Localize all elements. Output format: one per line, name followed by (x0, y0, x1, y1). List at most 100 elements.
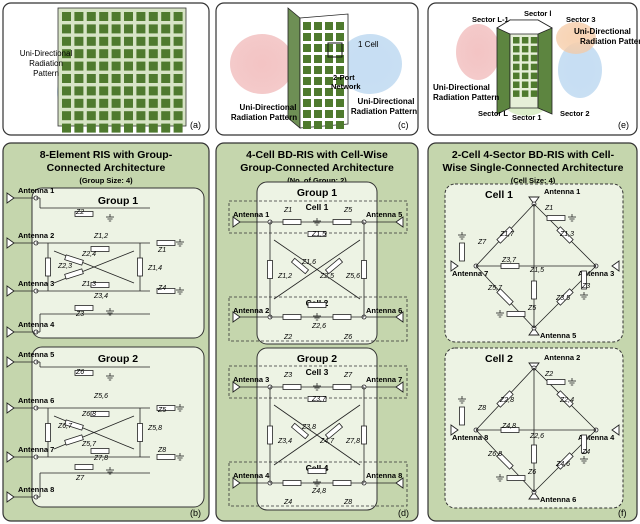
cell-3-label-d: Cell 3 (306, 367, 329, 377)
ris-element (530, 54, 538, 62)
ris-element (325, 77, 333, 85)
imp-f2-1: Z2,8 (499, 397, 514, 404)
panel-f: 2-Cell 4-Sector BD-RIS with Cell- Wise S… (427, 142, 638, 522)
antenna-5-b: Antenna 5 (18, 350, 54, 359)
impedance-element (137, 257, 143, 277)
left-pattern-label-c-1: Uni-Directional (240, 103, 297, 112)
impedance-element (496, 226, 514, 244)
ris-element (303, 110, 311, 118)
ris-element (111, 111, 121, 121)
ris-element (74, 111, 84, 121)
ris-element (124, 74, 133, 83)
subtitle-f: (Cell Size: 4) (511, 176, 556, 185)
ris-element (161, 49, 171, 59)
imp-d1-1: Z5 (343, 207, 352, 214)
group-2-impedance-labels-d: Z3 Z7 Z3,7 Z3,4 Z3,8 Z4,7 Z7,8 Z4,8 Z4 Z… (277, 372, 360, 506)
panel-a: Uni-Directional Radiation Pattern (a) (2, 2, 210, 136)
antenna-5-d: Antenna 5 (366, 210, 402, 219)
right-pattern-label-e-1: Uni-Directional (574, 27, 631, 36)
wire (273, 404, 361, 466)
ris-element (303, 99, 311, 107)
ris-element (161, 86, 171, 96)
antenna-icon (6, 192, 15, 204)
ris-element (173, 111, 183, 121)
title-f-1: 2-Cell 4-Sector BD-RIS with Cell- (452, 149, 615, 161)
subtitle-d: (No. of Group: 2) (287, 176, 347, 185)
pattern-label-a-3: Pattern (33, 69, 59, 78)
ris-element (111, 61, 121, 71)
imp-b1-4: Z1,4 (147, 265, 162, 272)
ris-element (86, 36, 96, 46)
ris-element (136, 12, 146, 21)
antenna-4-f: Antenna 4 (578, 433, 615, 442)
radiation-pattern-left-c (230, 34, 294, 94)
impedance-element (290, 422, 310, 440)
ris-element (513, 90, 520, 97)
ris-element (521, 37, 529, 44)
imp-b1-1: Z1,2 (93, 233, 108, 240)
panel-d: 4-Cell BD-RIS with Cell-Wise Group-Conne… (215, 142, 419, 522)
impedance-element (74, 305, 94, 311)
impedance-element (307, 396, 327, 402)
ris-element (86, 111, 96, 121)
ris-element (314, 44, 322, 52)
ris-element (124, 98, 133, 108)
ris-element (303, 33, 311, 41)
ris-element (161, 123, 171, 133)
impedance-element (496, 288, 514, 306)
ris-element (148, 36, 158, 46)
ris-element (303, 121, 311, 129)
cell-4-label-d: Cell 4 (306, 463, 329, 473)
impedance-element (64, 419, 84, 431)
ris-element (148, 61, 158, 71)
ris-element (136, 36, 146, 46)
ris-element (336, 99, 344, 107)
imp-f2-5: Z6,8 (487, 451, 502, 458)
pattern-label-a-1: Uni-Directional (20, 49, 73, 58)
imp-d2-8: Z4 (283, 499, 292, 506)
ris-element (111, 74, 121, 83)
group-2-impedance-labels-b: Z6 Z5,6 Z6,8 Z6,7 Z5,8 Z5,7 Z5 Z7,8 Z8 Z… (57, 369, 166, 482)
ris-element (325, 44, 333, 52)
ris-element (124, 86, 133, 96)
antenna-icon (6, 237, 15, 249)
ris-element (521, 81, 529, 88)
ris-element (136, 49, 146, 59)
group-1-title-b: Group 1 (98, 195, 138, 207)
impedance-element (361, 260, 367, 279)
title-f-2: Wise Single-Connected Architecture (443, 162, 624, 174)
impedance-element (156, 240, 176, 246)
ris-element (74, 74, 84, 83)
ris-element (161, 12, 171, 21)
ris-element (86, 98, 96, 108)
antenna-2-d: Antenna 2 (233, 306, 269, 315)
antenna-3-b: Antenna 3 (18, 279, 54, 288)
impedance-element (90, 448, 110, 454)
group-2-title-d: Group 2 (297, 353, 337, 365)
imp-b1-6: Z1 (157, 247, 166, 254)
impedance-element (74, 370, 94, 376)
ris-element (303, 77, 311, 85)
ris-element (111, 36, 121, 46)
antenna-icon (611, 260, 620, 272)
left-pattern-label-e-2: Radiation Pattern (433, 93, 499, 102)
ris-element (136, 61, 146, 71)
ris-element (124, 61, 133, 71)
ris-element (530, 90, 538, 97)
impedance-element (90, 282, 110, 288)
imp-d1-6: Z5,6 (345, 273, 360, 280)
ris-element (148, 123, 158, 133)
ris-element (173, 12, 183, 21)
antenna-icon (6, 356, 15, 368)
cell-1-title-f: Cell 1 (485, 189, 513, 201)
cell-4-box-d (228, 461, 408, 507)
impedance-element (74, 464, 94, 470)
imp-f2-0: Z2 (544, 371, 553, 378)
ris-element (99, 61, 109, 71)
antenna-8-d: Antenna 8 (366, 471, 402, 480)
radiation-pattern-blue-e (558, 42, 602, 98)
group-1-impedance-labels-b: Z2 Z1,2 Z2,4 Z2,3 Z1,4 Z1,3 Z1 Z3,4 Z4 Z… (57, 209, 166, 318)
imp-d1-5: Z2,5 (319, 273, 334, 280)
ris-element (86, 61, 96, 71)
ris-grid-e (513, 37, 538, 97)
